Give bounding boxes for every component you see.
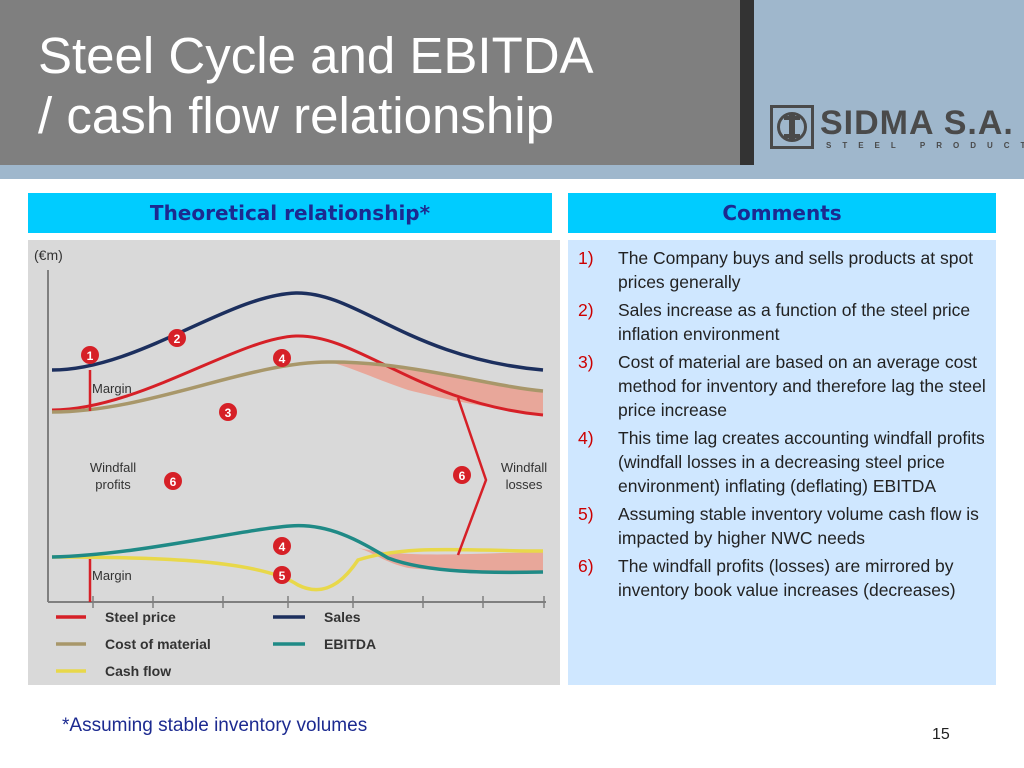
marker-1-label: 1 bbox=[87, 349, 94, 363]
legend-label-ebitda: EBITDA bbox=[324, 636, 376, 652]
comment-text: Assuming stable inventory volume cash fl… bbox=[618, 504, 979, 548]
comments-heading: Comments bbox=[568, 193, 996, 233]
diagram-svg: (€m) Margin Margin Windfall profits Wind… bbox=[34, 247, 547, 679]
margin-label-bottom: Margin bbox=[92, 568, 132, 583]
header-accent-strip bbox=[0, 165, 1024, 179]
windfall-losses-label-2: losses bbox=[506, 477, 543, 492]
windfall-profits-label-2: profits bbox=[95, 477, 131, 492]
sales-line bbox=[51, 291, 544, 372]
marker-4-bottom: 4 bbox=[273, 537, 291, 555]
steel-price-line bbox=[51, 334, 544, 417]
comment-text: The Company buys and sells products at s… bbox=[618, 248, 974, 292]
legend-label-cash-flow: Cash flow bbox=[105, 663, 171, 679]
comment-item: 1) The Company buys and sells products at… bbox=[578, 246, 986, 294]
logo-tagline: STEEL PRODUCTS bbox=[826, 141, 1024, 150]
title-line-1: Steel Cycle and EBITDA bbox=[38, 27, 594, 84]
unit-label: (€m) bbox=[34, 247, 63, 263]
legend-label-sales: Sales bbox=[324, 609, 361, 625]
legend-label-steel-price: Steel price bbox=[105, 609, 176, 625]
marker-3-label: 3 bbox=[225, 406, 232, 420]
comment-item: 5) Assuming stable inventory volume cash … bbox=[578, 502, 986, 550]
marker-4-bottom-label: 4 bbox=[279, 540, 286, 554]
marker-6-left: 6 bbox=[164, 472, 182, 490]
comment-text: This time lag creates accounting windfal… bbox=[618, 428, 985, 496]
comment-number: 1) bbox=[578, 248, 594, 268]
comment-number: 5) bbox=[578, 504, 594, 524]
legend-label-cost-of-material: Cost of material bbox=[105, 636, 211, 652]
comment-item: 6) The windfall profits (losses) are mirr… bbox=[578, 554, 986, 602]
margin-label-top: Margin bbox=[92, 381, 132, 396]
cash-flow-line bbox=[51, 547, 544, 592]
comments-panel: 1) The Company buys and sells products at… bbox=[568, 240, 996, 685]
ebitda-line bbox=[51, 523, 544, 575]
marker-4-top-label: 4 bbox=[279, 352, 286, 366]
windfall-profits-label-1: Windfall bbox=[90, 460, 136, 475]
marker-6-right-label: 6 bbox=[459, 469, 466, 483]
windfall-losses-area-bottom bbox=[358, 548, 543, 572]
windfall-pointer bbox=[456, 397, 488, 556]
marker-3: 3 bbox=[219, 403, 237, 421]
comment-item: 4) This time lag creates accounting windf… bbox=[578, 426, 986, 498]
page-number: 15 bbox=[932, 726, 950, 743]
legend: Steel price Sales Cost of material EBITD… bbox=[56, 609, 376, 679]
comment-number: 4) bbox=[578, 428, 594, 448]
page-title: Steel Cycle and EBITDA / cash flow relat… bbox=[38, 26, 718, 146]
cost-of-material-line bbox=[51, 360, 544, 414]
logo-name: SIDMA S.A. bbox=[820, 104, 1014, 142]
header-bar bbox=[0, 0, 740, 165]
title-line-2: / cash flow relationship bbox=[38, 87, 554, 144]
comment-text: Cost of material are based on an average… bbox=[618, 352, 986, 420]
windfall-losses-label-1: Windfall bbox=[501, 460, 547, 475]
comments-list: 1) The Company buys and sells products at… bbox=[568, 240, 996, 602]
logo-mark-icon bbox=[770, 105, 814, 149]
comment-number: 3) bbox=[578, 352, 594, 372]
marker-2-label: 2 bbox=[174, 332, 181, 346]
marker-1: 1 bbox=[81, 346, 99, 364]
marker-6-right: 6 bbox=[453, 466, 471, 484]
marker-2: 2 bbox=[168, 329, 186, 347]
marker-5-label: 5 bbox=[279, 569, 286, 583]
marker-6-left-label: 6 bbox=[170, 475, 177, 489]
comment-item: 2) Sales increase as a function of the st… bbox=[578, 298, 986, 346]
steel-cycle-diagram: (€m) Margin Margin Windfall profits Wind… bbox=[28, 240, 560, 685]
footnote: *Assuming stable inventory volumes bbox=[62, 715, 368, 736]
comment-number: 2) bbox=[578, 300, 594, 320]
comment-number: 6) bbox=[578, 556, 594, 576]
comment-text: Sales increase as a function of the stee… bbox=[618, 300, 971, 344]
marker-4-top: 4 bbox=[273, 349, 291, 367]
comment-text: The windfall profits (losses) are mirror… bbox=[618, 556, 956, 600]
comment-item: 3) Cost of material are based on an avera… bbox=[578, 350, 986, 422]
company-logo: SIDMA S.A. STEEL PRODUCTS bbox=[770, 103, 1024, 165]
marker-5: 5 bbox=[273, 566, 291, 584]
header-divider bbox=[740, 0, 754, 165]
theoretical-relationship-heading: Theoretical relationship* bbox=[28, 193, 552, 233]
